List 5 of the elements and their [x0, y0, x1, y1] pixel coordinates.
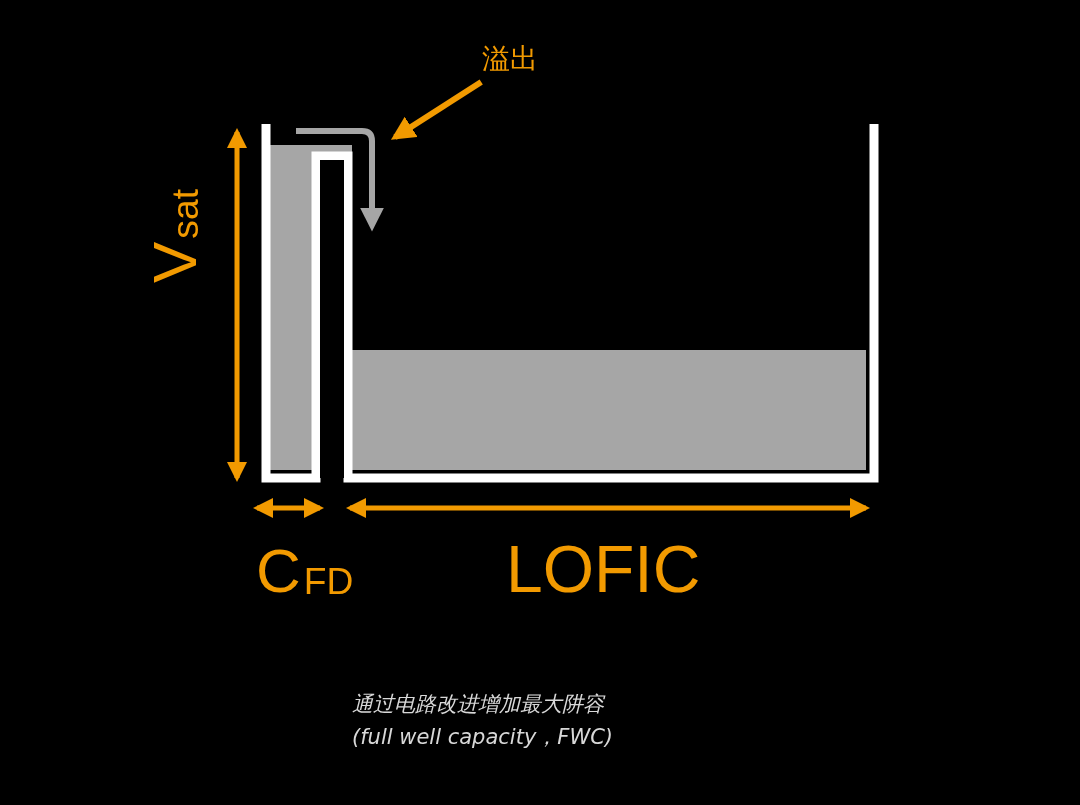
caption: 通过电路改进增加最大阱容(full well capacity，FWC) — [352, 691, 615, 751]
dimension-label: LOFIC — [506, 536, 701, 602]
overflow-arrow — [296, 128, 384, 232]
leader-line — [390, 79, 483, 140]
callout-text: 溢出 — [482, 44, 538, 75]
